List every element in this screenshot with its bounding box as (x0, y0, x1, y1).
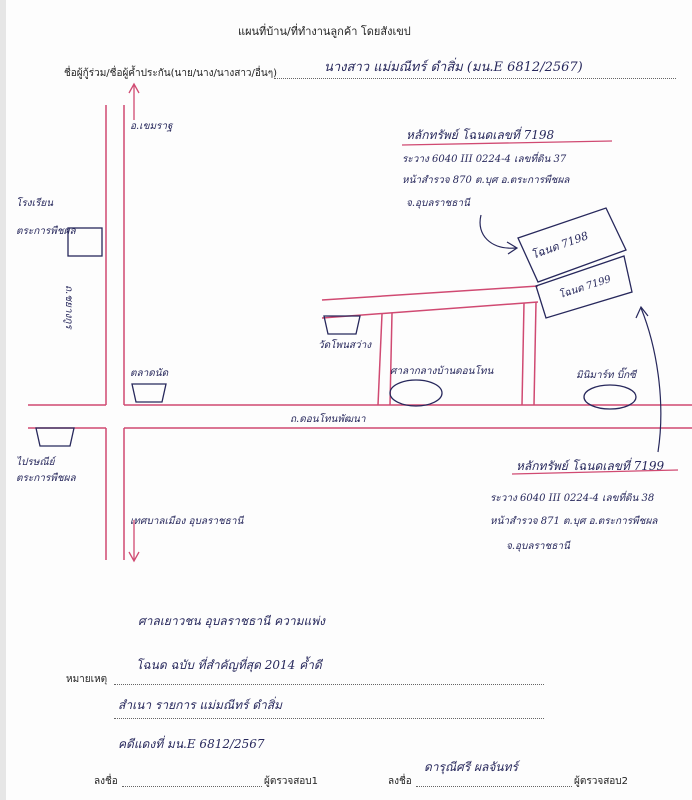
lot1-title: หลักทรัพย์ โฉนดเลขที่ 7198 (406, 128, 555, 142)
sign-label-2: ลงชื่อ (388, 776, 412, 787)
lane-2-left (521, 302, 525, 406)
sign-dotline-2 (416, 786, 572, 787)
remarks-dotline-1 (114, 684, 544, 685)
remarks-label: หมายเหตุ (66, 674, 108, 685)
south-destination-label: เทศบาลเมือง อุบลราชธานี (130, 516, 244, 527)
temple-label: วัดโพนสว่าง (318, 340, 372, 351)
remark-court: ศาลเยาวชน อุบลราชธานี ความแพ่ง (138, 614, 325, 628)
south-arrow-head (128, 551, 140, 563)
remark-line-1: โฉนด ฉบับ ที่สำคัญที่สุด 2014 ค้ำดี (136, 658, 322, 672)
horizontal-road-label: ถ.ดอนโทนพัฒนา (290, 414, 366, 425)
lot2-title: หลักทรัพย์ โฉนดเลขที่ 7199 (516, 459, 665, 473)
minimart-label: มินิมาร์ท บิ๊กซี (576, 370, 636, 381)
sign-label-1: ลงชื่อ (94, 776, 118, 787)
north-arrow-head (128, 82, 140, 94)
lane-1-left (377, 313, 383, 406)
village-hall-building (389, 379, 443, 407)
checker-2-label: ผู้ตรวจสอบ2 (574, 776, 629, 787)
checker-1-label: ผู้ตรวจสอบ1 (264, 776, 319, 787)
market-label: ตลาดนัด (130, 368, 169, 379)
remark-line-3: คดีแดงที่ มน.E 6812/2567 (118, 737, 265, 751)
pointer-arrow-7199 (640, 307, 662, 453)
lot1-line1: ระวาง 6040 III 0224-4 เลขที่ดิน 37 (402, 154, 567, 165)
pointer-arrow-7198 (479, 214, 517, 249)
lane-2-right (533, 301, 537, 406)
hospital-building (35, 427, 75, 447)
lot2-line3: จ.อุบลราชธานี (506, 541, 570, 552)
school-label: โรงเรียน ตระการพืชผล (16, 198, 76, 237)
co-borrower-dotline (274, 78, 676, 79)
lot1-line3: จ.อุบลราชธานี (406, 198, 470, 209)
document-title: แผนที่บ้าน/ที่ทำงานลูกค้า โดยสังเขป (238, 25, 411, 38)
side-road-top (321, 285, 539, 301)
temple-building (323, 315, 361, 335)
market-building (131, 383, 167, 403)
school-building (67, 227, 103, 257)
signature-2: ดารุณีศรี ผลจันทร์ (424, 760, 518, 774)
co-borrower-label: ชื่อผู้กู้ร่วม/ชื่อผู้ค้ำประกัน(นาย/นาง/… (64, 68, 278, 79)
lot1-line2: หน้าสำรวจ 870 ต.บุศ อ.ตระการพืชผล (402, 175, 570, 186)
remarks-dotline-2 (114, 718, 544, 719)
side-road-bottom (321, 301, 539, 319)
plot-7198 (517, 207, 627, 283)
main-road-label: ถ.ชยางกูร (63, 285, 74, 329)
minimart-building (583, 384, 637, 410)
map-sketch (28, 82, 692, 563)
lot2-line2: หน้าสำรวจ 871 ต.บุศ อ.ตระการพืชผล (490, 516, 658, 527)
plot-7199 (535, 255, 633, 319)
north-destination-label: อ.เขมราฐ (130, 121, 173, 132)
sign-dotline-1 (122, 786, 262, 787)
hospital-label: ไปรษณีย์ ตระการพืชผล (16, 457, 76, 484)
remark-line-2: สำเนา รายการ แม่มณีทร์ ดำสิ่ม (118, 698, 283, 712)
village-hall-label: ศาลากลางบ้านดอนโทน (390, 366, 494, 377)
lot2-line1: ระวาง 6040 III 0224-4 เลขที่ดิน 38 (490, 493, 655, 504)
co-borrower-value: นางสาว แม่มณีทร์ ดำสิ่ม (มน.E 6812/2567) (324, 60, 583, 75)
